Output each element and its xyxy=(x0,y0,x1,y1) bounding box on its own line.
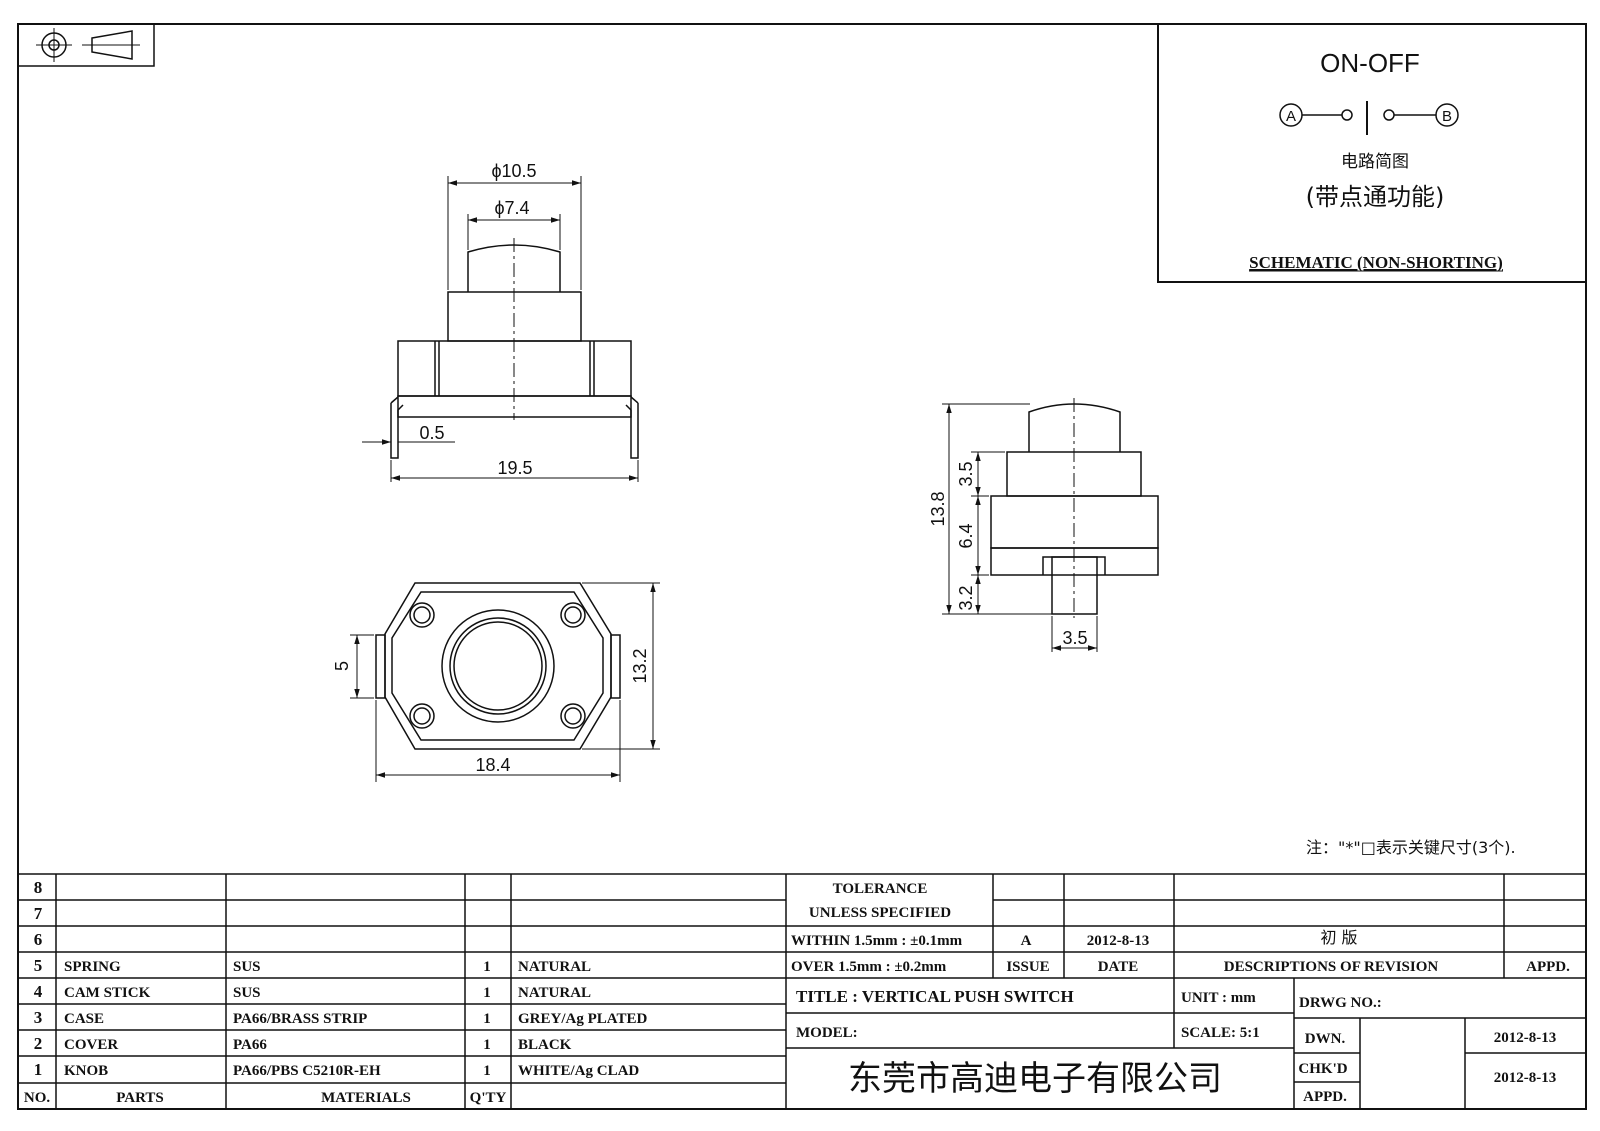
bom-row: 1 KNOB PA66/PBS C5210R-EH 1 WHITE/Ag CLA… xyxy=(34,1060,640,1079)
terminal-a-label: A xyxy=(1286,108,1296,125)
unit-label: UNIT : mm xyxy=(1181,990,1256,1006)
appd-label: APPD. xyxy=(1526,959,1570,975)
top-view-dimensions xyxy=(350,582,660,782)
approved-label: APPD. xyxy=(1303,1089,1347,1105)
company-name: 东莞市高迪电子有限公司 xyxy=(848,1059,1222,1099)
bom-row-qty: 1 xyxy=(483,1037,491,1053)
dim-knob-height: 3.5 xyxy=(956,461,976,486)
bom-header-qty: Q'TY xyxy=(470,1090,507,1106)
side-view-dimensions xyxy=(942,403,1098,652)
schematic-caption: 电路简图 xyxy=(1341,152,1409,172)
dim-pin-span: 19.5 xyxy=(497,458,532,478)
bom-row-finish: WHITE/Ag CLAD xyxy=(518,1063,639,1079)
bom-row-qty: 1 xyxy=(483,985,491,1001)
dim-outer-diameter: ϕ10.5 xyxy=(491,161,536,181)
bom-header-parts: PARTS xyxy=(116,1090,164,1106)
bom-row-no: 8 xyxy=(34,878,43,897)
schematic-box: ON-OFF A B 电路简图 (带点通功能) SCHEMATIC (NON-S… xyxy=(1157,23,1587,283)
bom-row-qty: 1 xyxy=(483,1011,491,1027)
bom-row-part: COVER xyxy=(64,1037,118,1053)
bom-row-finish: BLACK xyxy=(518,1037,572,1053)
bom-row-material: PA66/BRASS STRIP xyxy=(233,1011,367,1027)
dim-inner-diameter: ϕ7.4 xyxy=(494,198,529,218)
bom-row-material: PA66/PBS C5210R-EH xyxy=(233,1063,381,1079)
schematic-label: SCHEMATIC (NON-SHORTING) xyxy=(1249,253,1503,272)
bom-row: 3 CASE PA66/BRASS STRIP 1 GREY/Ag PLATED xyxy=(34,1008,648,1027)
dim-pin-width: 3.5 xyxy=(1062,628,1087,648)
bom-row-qty: 1 xyxy=(483,959,491,975)
terminal-b-marker xyxy=(1435,103,1459,127)
bom-row-part: CAM STICK xyxy=(64,985,151,1001)
tolerance-line-1: TOLERANCE xyxy=(833,881,928,897)
bom-row-finish: GREY/Ag PLATED xyxy=(518,1011,647,1027)
bom-row: 7 xyxy=(34,904,43,923)
drawing-number-label: DRWG NO.: xyxy=(1299,995,1382,1011)
front-view xyxy=(390,238,639,459)
bom-row-no: 2 xyxy=(34,1034,43,1053)
bom-row-finish: NATURAL xyxy=(518,959,591,975)
bom-row-material: SUS xyxy=(233,959,261,975)
schematic-feature: (带点通功能) xyxy=(1306,183,1445,211)
scale-label: SCALE: 5:1 xyxy=(1181,1025,1260,1041)
bom-table-lines xyxy=(18,873,1586,1109)
drawing-title: TITLE : VERTICAL PUSH SWITCH xyxy=(796,987,1074,1006)
bom-header-no: NO. xyxy=(24,1090,51,1106)
bom-row-material: SUS xyxy=(233,985,261,1001)
bom-row-no: 7 xyxy=(34,904,43,923)
dim-base-width: 18.4 xyxy=(475,755,510,775)
bom-row-no: 1 xyxy=(34,1060,43,1079)
bom-row-part: SPRING xyxy=(64,959,121,975)
revision-description: 初 版 xyxy=(1320,928,1357,947)
bom-row-part: KNOB xyxy=(64,1063,108,1079)
bom-row-finish: NATURAL xyxy=(518,985,591,1001)
dim-body-height: 6.4 xyxy=(956,523,976,548)
tolerance-line-3: WITHIN 1.5mm : ±0.1mm xyxy=(791,933,963,949)
key-dimension-note: 注："*"□表示关键尺寸(3个). xyxy=(1306,838,1516,857)
bom-row: 4 CAM STICK SUS 1 NATURAL xyxy=(34,982,591,1001)
bom-header-materials: MATERIALS xyxy=(321,1090,411,1106)
bom-row-qty: 1 xyxy=(483,1063,491,1079)
tolerance-line-2: UNLESS SPECIFIED xyxy=(809,905,951,921)
dim-pin-length: 3.2 xyxy=(956,585,976,610)
dim-base-depth: 13.2 xyxy=(630,648,650,683)
revision-date: 2012-8-13 xyxy=(1087,933,1150,949)
dim-pin-side: 5 xyxy=(332,661,352,671)
bom-row-no: 5 xyxy=(34,956,43,975)
descriptions-label: DESCRIPTIONS OF REVISION xyxy=(1224,959,1439,975)
top-view xyxy=(375,582,621,750)
model-label: MODEL: xyxy=(796,1025,858,1041)
tolerance-line-4: OVER 1.5mm : ±0.2mm xyxy=(791,959,947,975)
bom-row: 2 COVER PA66 1 BLACK xyxy=(34,1034,572,1053)
bom-header: NO. PARTS MATERIALS Q'TY xyxy=(24,1090,507,1106)
side-view xyxy=(990,398,1159,618)
schematic-title: ON-OFF xyxy=(1320,48,1420,78)
bom-row: 8 xyxy=(34,878,43,897)
bom-row-no: 4 xyxy=(34,982,43,1001)
drawing-frame xyxy=(17,23,1587,1110)
date-label: DATE xyxy=(1098,959,1139,975)
bom-row-no: 6 xyxy=(34,930,43,949)
issue-label: ISSUE xyxy=(1006,959,1049,975)
revision-issue: A xyxy=(1021,933,1032,949)
dim-total-height: 13.8 xyxy=(928,491,948,526)
bom-row-material: PA66 xyxy=(233,1037,267,1053)
bom-row-no: 3 xyxy=(34,1008,43,1027)
checked-date: 2012-8-13 xyxy=(1494,1070,1557,1086)
checked-label: CHK'D xyxy=(1298,1061,1347,1077)
drawn-label: DWN. xyxy=(1305,1031,1346,1047)
first-angle-projection-symbol xyxy=(17,23,155,67)
dim-pin-thickness: 0.5 xyxy=(419,423,444,443)
drawn-date: 2012-8-13 xyxy=(1494,1030,1557,1046)
bom-row-part: CASE xyxy=(64,1011,104,1027)
bom-row: 5 SPRING SUS 1 NATURAL xyxy=(34,956,591,975)
terminal-b-label: B xyxy=(1442,108,1452,125)
front-view-dimensions xyxy=(362,176,639,482)
bom-row: 6 xyxy=(34,930,43,949)
